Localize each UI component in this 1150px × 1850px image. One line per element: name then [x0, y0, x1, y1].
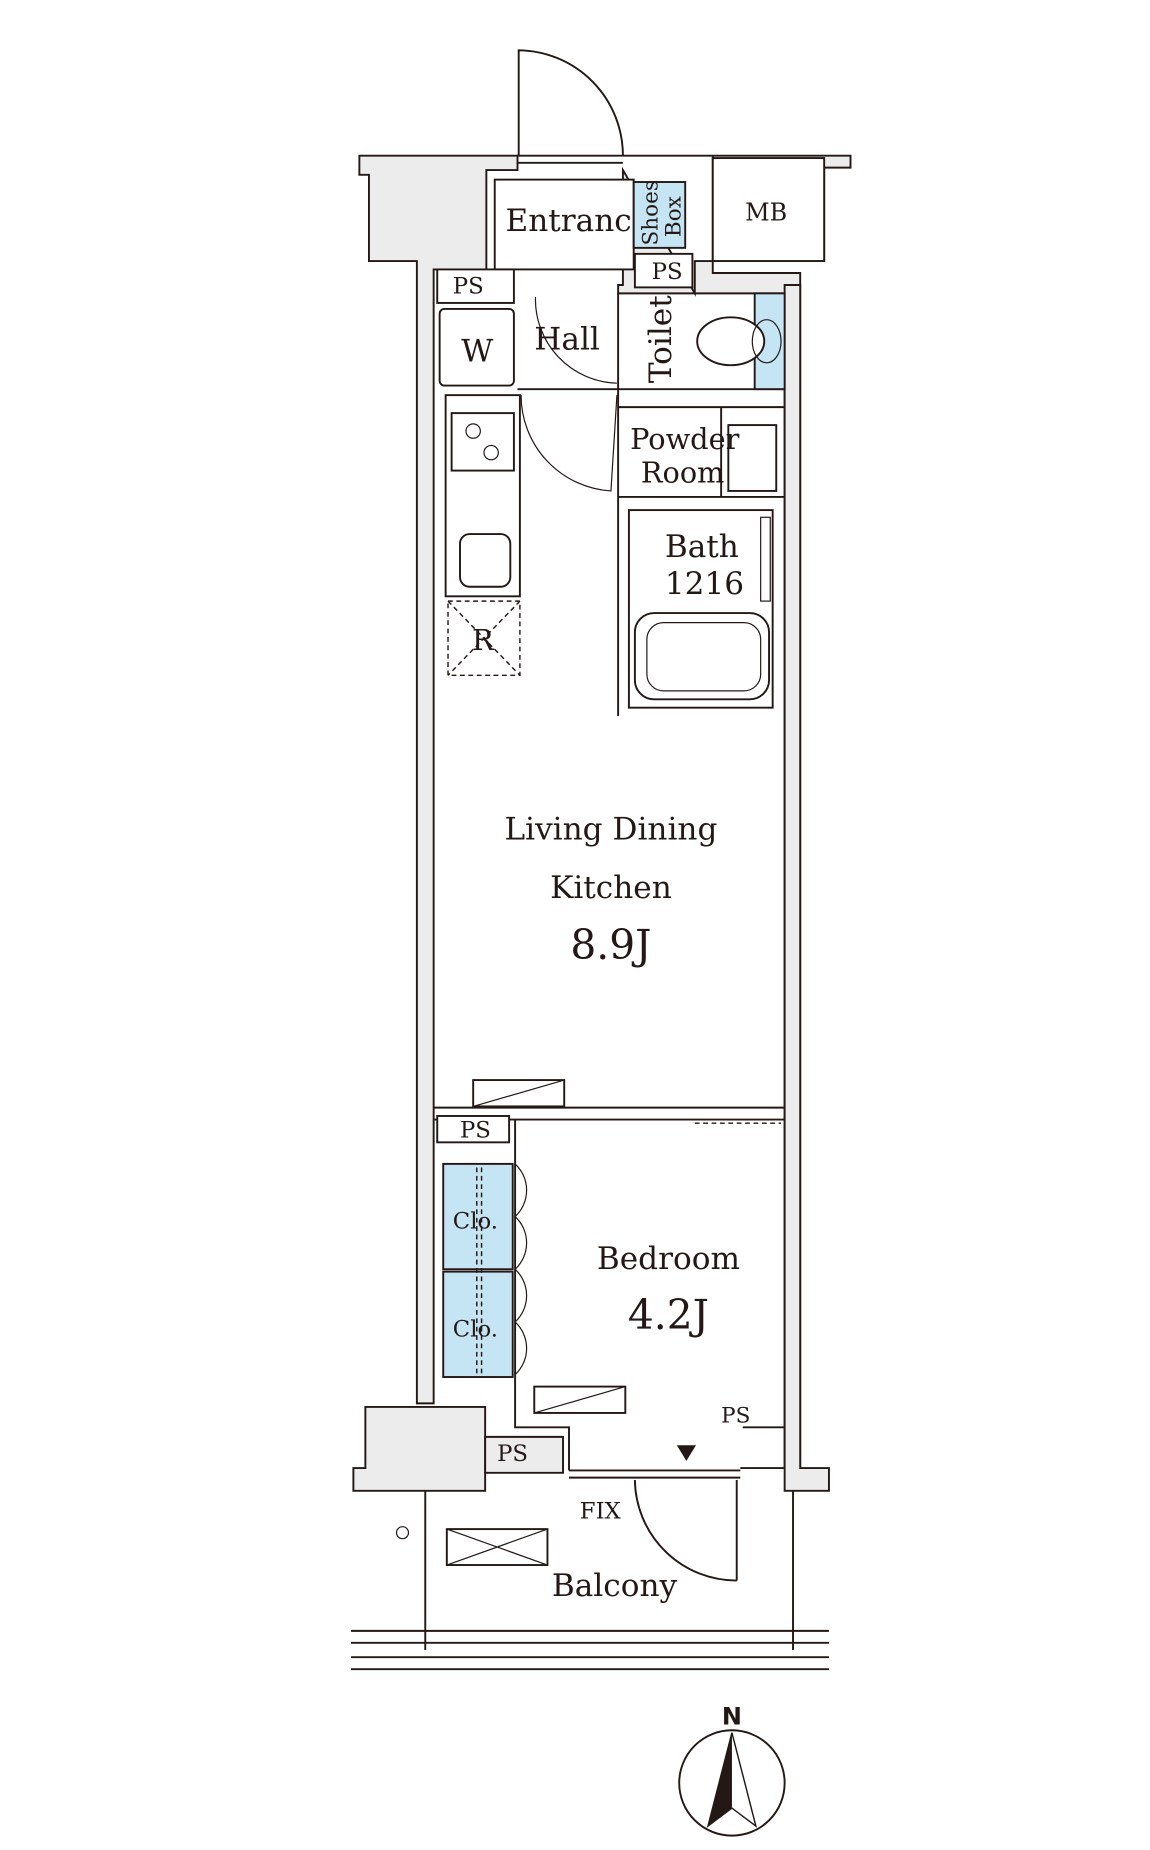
- ps-label: PS: [497, 1441, 528, 1467]
- washer-label: W: [461, 334, 493, 370]
- stove-icon: [450, 412, 515, 472]
- shoes-box-label: Shoes: [639, 180, 664, 245]
- mb-room: [711, 157, 826, 262]
- ldk-label-2: Kitchen: [550, 870, 672, 906]
- bedroom-label: Bedroom: [597, 1241, 740, 1277]
- ps-label: PS: [721, 1404, 750, 1429]
- closet-1: [442, 1162, 514, 1271]
- mb-label: MB: [745, 198, 787, 226]
- compass-north-label: N: [722, 1702, 742, 1730]
- fridge-space: [447, 600, 521, 677]
- entry-door[interactable]: [517, 49, 624, 156]
- bedroom-size: 4.2J: [628, 1291, 709, 1339]
- walls: [352, 154, 852, 1492]
- closet-label-2: Clo.: [453, 1316, 498, 1342]
- bath-room: [627, 509, 774, 709]
- fridge-label: R: [472, 623, 495, 657]
- north-compass: N: [678, 1702, 786, 1837]
- entry-marker-icon: [676, 1445, 696, 1461]
- shoes-box: [632, 181, 687, 249]
- toilet-label: Toilet: [643, 295, 679, 383]
- ldk-size: 8.9J: [570, 921, 651, 969]
- bath-size: 1216: [665, 566, 744, 602]
- ps-box: [436, 1115, 511, 1144]
- powder-room-label: Powder: [630, 422, 739, 456]
- shoes-box-label-2: Box: [661, 196, 686, 237]
- entrance-label: Entrance: [506, 203, 651, 239]
- balcony-door[interactable]: [633, 1479, 738, 1582]
- entrance-area: [493, 178, 635, 271]
- ps-label: PS: [460, 1118, 491, 1144]
- ldk-label: Living Dining: [504, 811, 717, 847]
- washbasin-icon: [727, 424, 778, 492]
- ps-label: PS: [652, 259, 683, 285]
- bathtub-icon: [633, 612, 771, 701]
- toilet-icon: [696, 316, 766, 367]
- ps-box: [633, 252, 694, 289]
- ps-label: PS: [453, 273, 484, 299]
- sink-icon: [459, 533, 512, 588]
- powder-room-label-2: Room: [641, 456, 725, 490]
- ps-box: [436, 268, 515, 304]
- hall-label: Hall: [534, 322, 600, 358]
- washer-space: [438, 307, 515, 387]
- balcony-label: Balcony: [552, 1568, 678, 1604]
- bath-label: Bath: [665, 529, 739, 565]
- fix-window-label: FIX: [580, 1498, 622, 1524]
- closet-2: [442, 1270, 514, 1378]
- closet-label: Clo.: [453, 1209, 498, 1235]
